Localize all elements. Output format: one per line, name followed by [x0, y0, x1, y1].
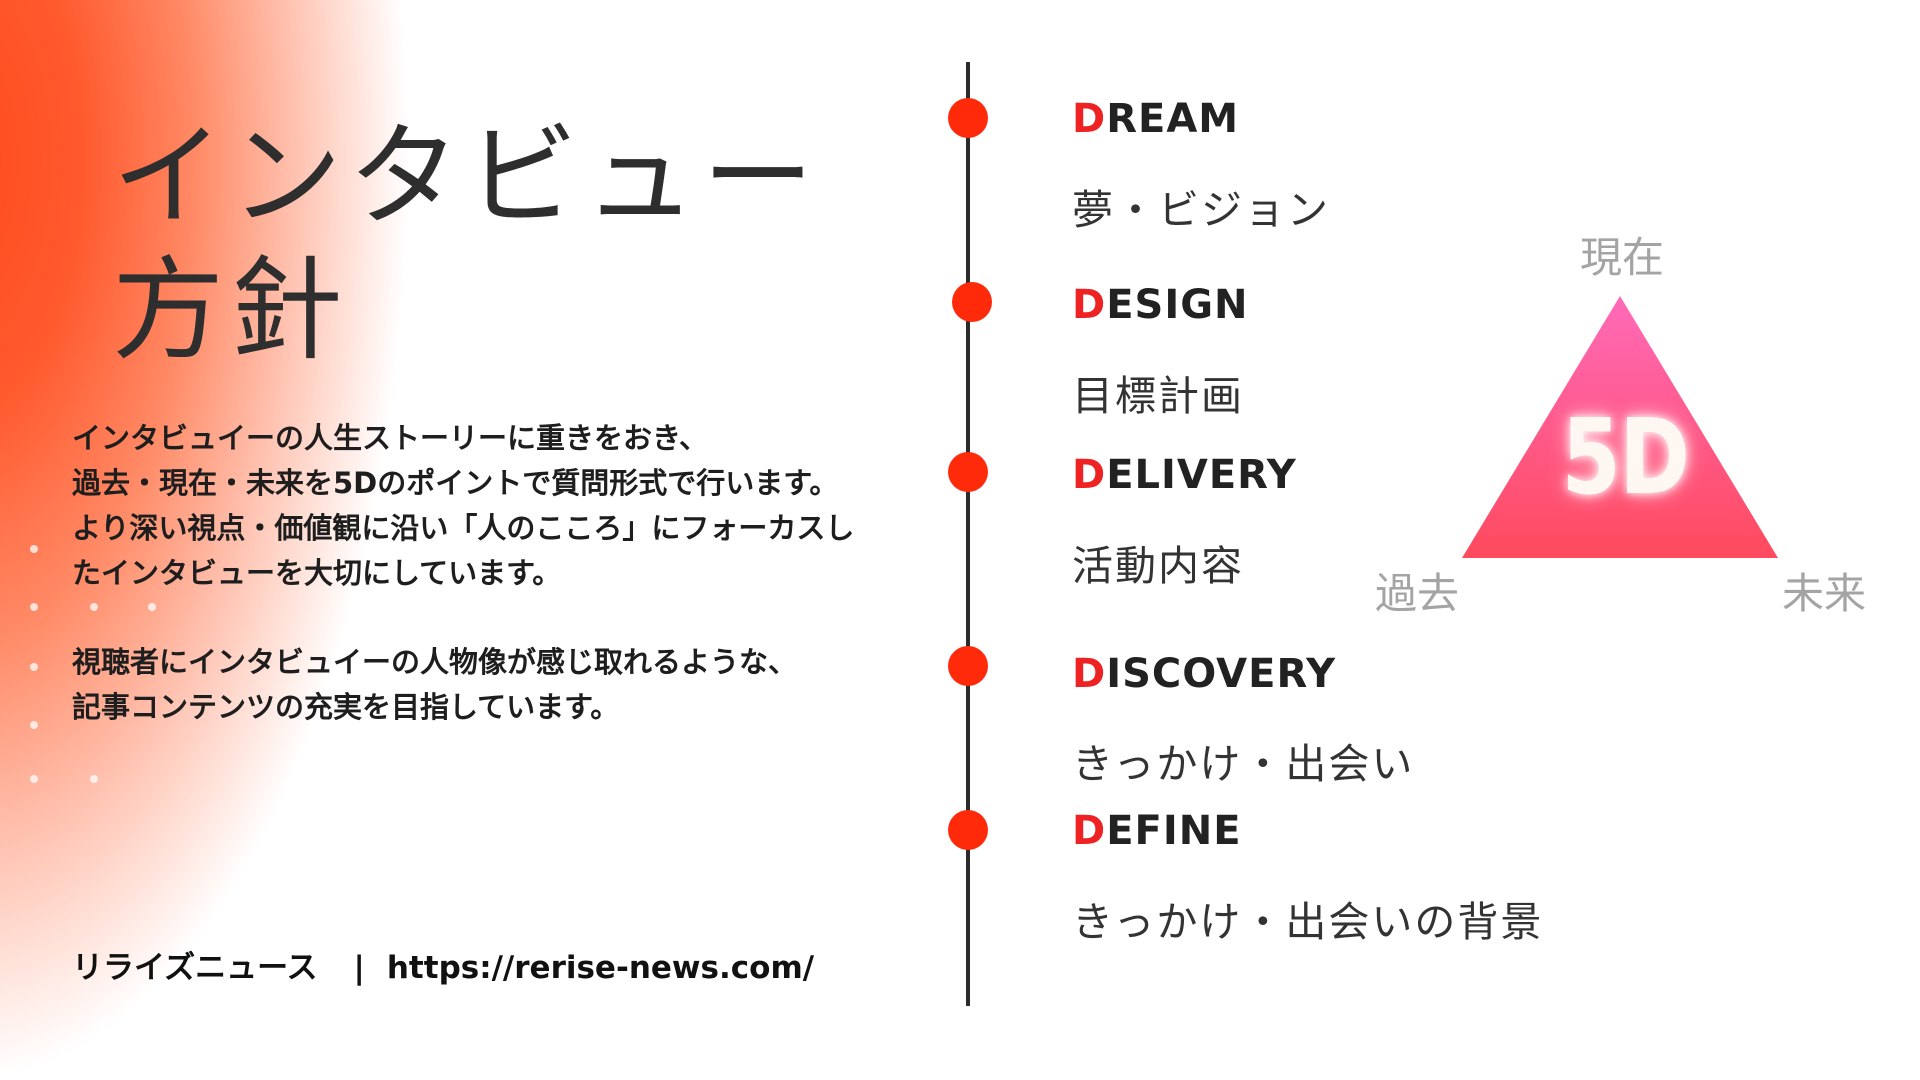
- decorative-dots: [30, 545, 190, 785]
- description-line: たインタビューを大切にしています。: [72, 556, 562, 590]
- stage-title-initial: D: [1072, 808, 1107, 854]
- timeline-dot-design: [952, 282, 992, 322]
- description-line: インタビュイーの人生ストーリーに重きをおき、: [72, 421, 708, 455]
- timeline-dot-discovery: [948, 646, 988, 686]
- stage-subtitle-design: 目標計画: [1072, 372, 1244, 420]
- page-title-line2: 方針: [112, 246, 348, 376]
- stage-title-rest: REAM: [1106, 96, 1240, 142]
- description-line: より深い視点・価値観に沿い「人のこころ」にフォーカスし: [72, 511, 855, 545]
- stage-subtitle-discovery: きっかけ・出会い: [1072, 740, 1415, 788]
- stage-subtitle-define: きっかけ・出会いの背景: [1072, 898, 1544, 946]
- stage-title-discovery: DISCOVERY: [1072, 651, 1336, 697]
- page-title-line1: インタビュー: [112, 112, 820, 242]
- stage-title-rest: ISCOVERY: [1106, 651, 1337, 697]
- stage-subtitle-delivery: 活動内容: [1072, 542, 1244, 590]
- stage-title-rest: ESIGN: [1106, 282, 1249, 328]
- stage-title-rest: ELIVERY: [1106, 452, 1297, 498]
- timeline-dot-dream: [948, 98, 988, 138]
- stage-title-delivery: DELIVERY: [1072, 452, 1297, 498]
- stage-subtitle-dream: 夢・ビジョン: [1072, 186, 1330, 234]
- label-past: 過去: [1375, 569, 1460, 618]
- stage-title-design: DESIGN: [1072, 282, 1249, 328]
- triangle-icon: [1462, 296, 1778, 558]
- label-present: 現在: [1580, 233, 1665, 282]
- stage-title-initial: D: [1072, 452, 1107, 498]
- description-line: 記事コンテンツの充実を目指しています。: [72, 690, 620, 724]
- stage-title-dream: DREAM: [1072, 96, 1239, 142]
- 5d-triangle-diagram: [1460, 292, 1780, 560]
- timeline-dot-delivery: [948, 452, 988, 492]
- description-paragraph-2: 視聴者にインタビュイーの人物像が感じ取れるような、 記事コンテンツの充実を目指し…: [72, 640, 952, 730]
- 5d-label: 5D: [1561, 396, 1690, 518]
- timeline-dot-define: [948, 810, 988, 850]
- stage-title-rest: EFINE: [1106, 808, 1242, 854]
- description-paragraph-1: インタビュイーの人生ストーリーに重きをおき、 過去・現在・未来を5Dのポイントで…: [72, 416, 952, 596]
- description-line: 視聴者にインタビュイーの人物像が感じ取れるような、: [72, 645, 798, 679]
- stage-title-initial: D: [1072, 96, 1107, 142]
- timeline-line: [966, 62, 970, 1006]
- page-title: インタビュー 方針: [112, 110, 820, 378]
- footer-url[interactable]: https://rerise-news.com/: [386, 950, 815, 986]
- footer-brand: リライズニュース: [72, 950, 318, 986]
- triangle-shape: [1462, 296, 1778, 558]
- stage-title-initial: D: [1072, 282, 1107, 328]
- footer-separator: |: [353, 950, 365, 986]
- label-future: 未来: [1782, 569, 1867, 618]
- stage-title-initial: D: [1072, 651, 1107, 697]
- description-line: 過去・現在・未来を5Dのポイントで質問形式で行います。: [72, 466, 839, 500]
- policy-description: インタビュイーの人生ストーリーに重きをおき、 過去・現在・未来を5Dのポイントで…: [72, 416, 952, 774]
- footer: リライズニュース | https://rerise-news.com/: [72, 942, 814, 987]
- stage-title-define: DEFINE: [1072, 808, 1242, 854]
